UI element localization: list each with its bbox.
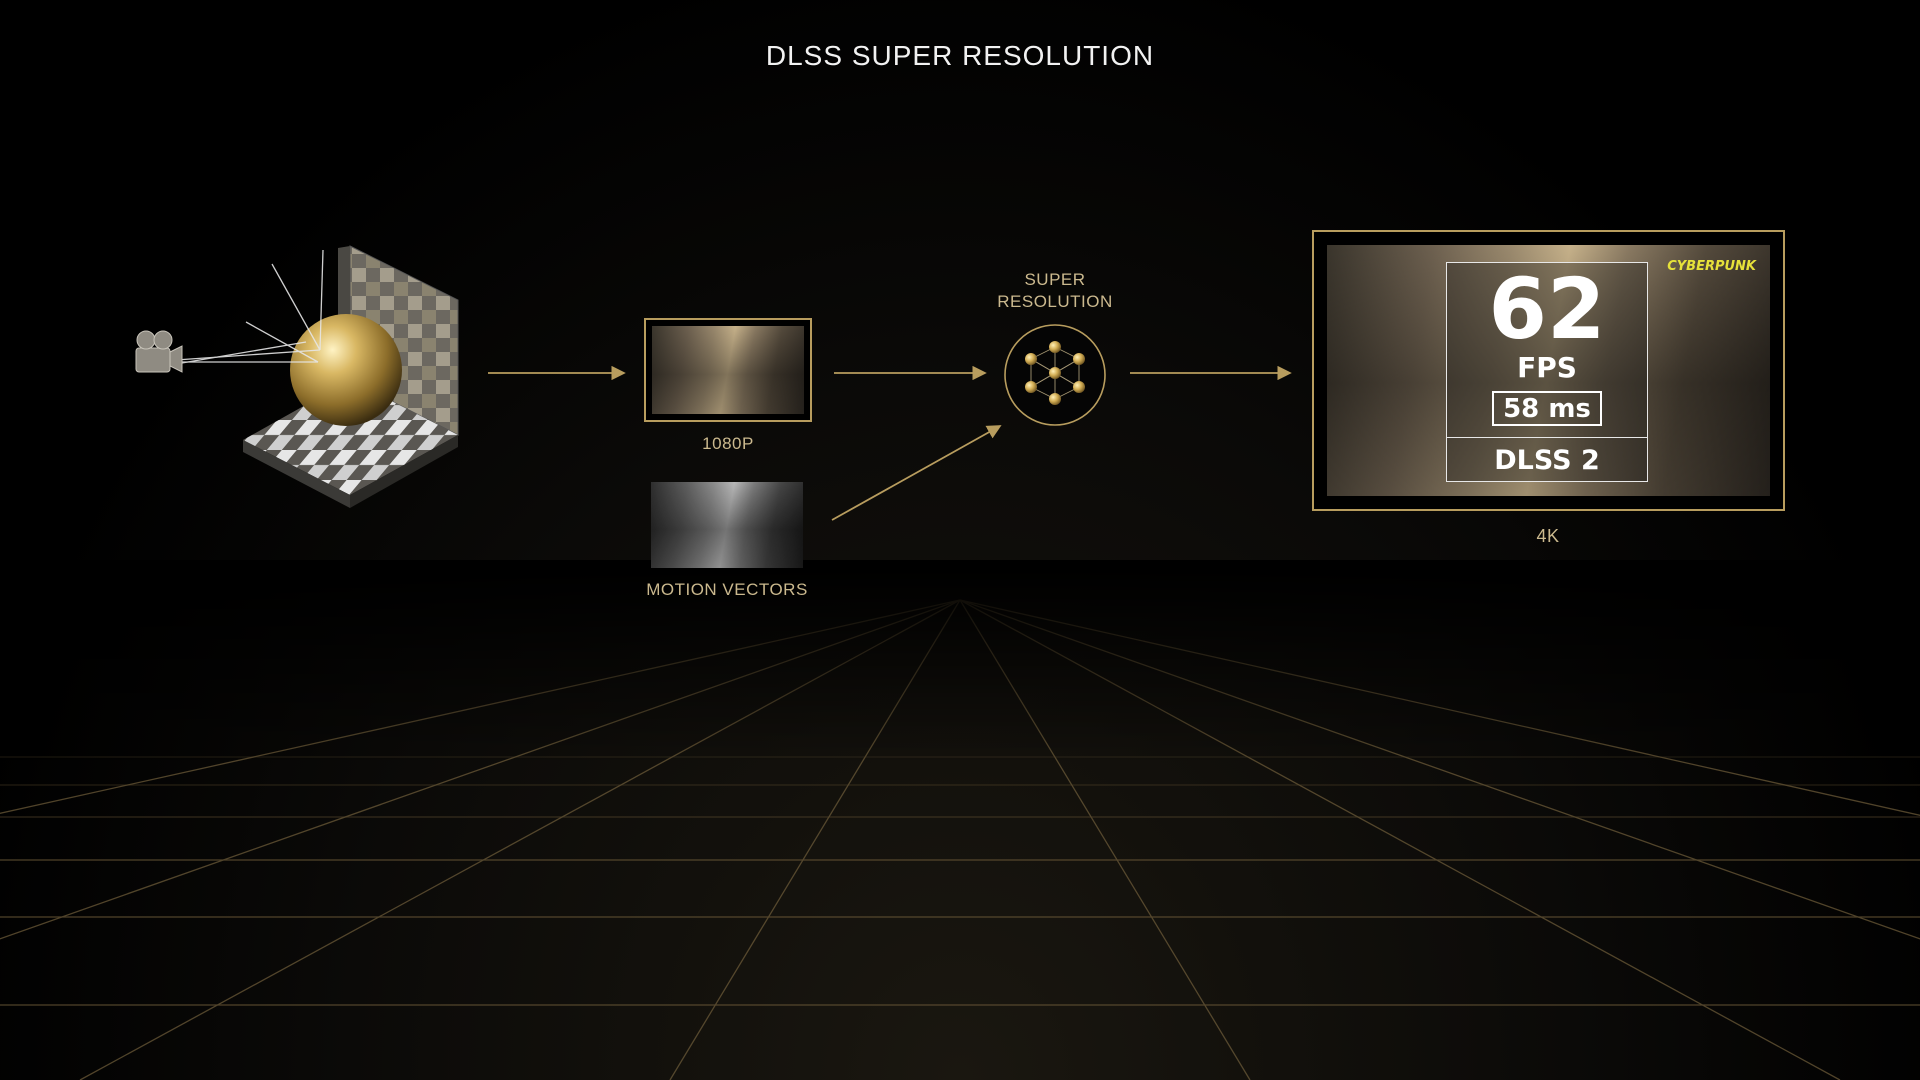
fps-label: FPS [1517, 351, 1577, 384]
dlss-mode-label: DLSS 2 [1494, 445, 1600, 476]
input-frame-1080p [644, 318, 812, 422]
network-label-line2: RESOLUTION [997, 292, 1113, 311]
neural-network-icon [1004, 324, 1106, 426]
motion-vectors-label: MOTION VECTORS [646, 580, 808, 599]
output-frame-4k: CYBERPUNK [1312, 230, 1785, 511]
latency-value: 58 ms [1492, 391, 1602, 426]
motion-vectors-thumbnail [651, 482, 803, 568]
output-game-frame: CYBERPUNK [1327, 245, 1770, 496]
output-resolution-label: 4K [1536, 526, 1560, 546]
performance-stats-panel: 62 FPS 58 ms DLSS 2 [1446, 262, 1648, 482]
render-scene-illustration [135, 245, 459, 508]
fps-value: 62 [1488, 260, 1606, 358]
page-title: DLSS SUPER RESOLUTION [765, 40, 1155, 71]
motion-vectors-frame [651, 482, 803, 568]
game-logo: CYBERPUNK [1667, 259, 1756, 274]
game-frame-thumbnail [652, 326, 804, 414]
stats-divider [1447, 437, 1647, 438]
input-frame-label: 1080P [702, 434, 754, 453]
arrow-vectors-to-network [831, 425, 1002, 521]
network-label-line1: SUPER [1024, 270, 1086, 289]
